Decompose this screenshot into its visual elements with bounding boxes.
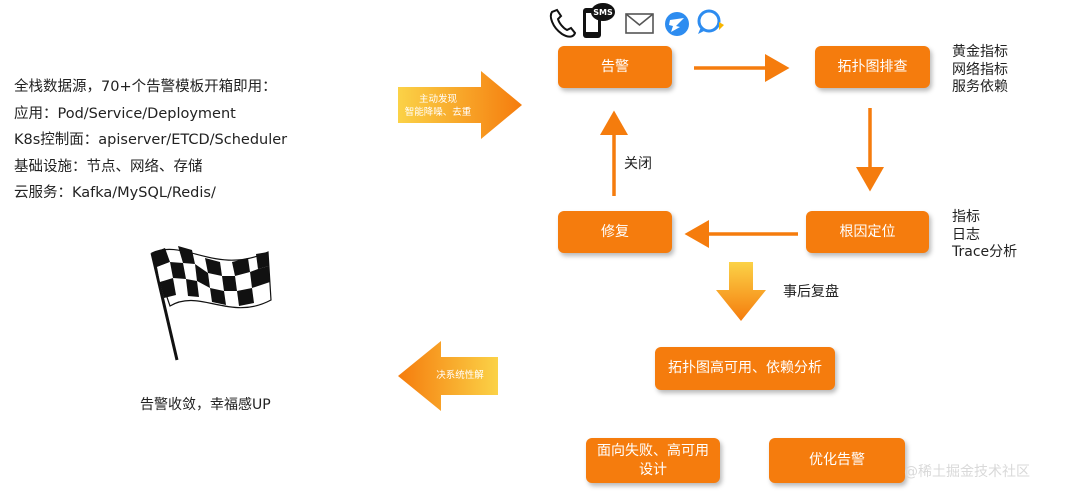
box-optimize-alert: 优化告警	[769, 438, 905, 483]
box-root-cause: 根因定位	[806, 211, 929, 253]
big-arrow-right	[398, 71, 522, 139]
box-failure-design-line2: 设计	[639, 461, 667, 478]
root-cause-list: 指标 日志 Trace分析	[952, 209, 1017, 262]
description-line: 基础设施：节点、网络、存储	[14, 158, 203, 175]
dingtalk-icon	[665, 12, 689, 36]
topology-check-list: 黄金指标 网络指标 服务依赖	[952, 44, 1008, 97]
topology-list-item: 服务依赖	[952, 79, 1008, 95]
box-alert: 告警	[558, 46, 672, 88]
root-cause-list-item: 指标	[952, 209, 980, 225]
review-down-arrow	[716, 262, 766, 321]
box-topology-ha: 拓扑图高可用、依赖分析	[655, 347, 835, 390]
flag-caption: 告警收敛，幸福感UP	[140, 397, 271, 413]
watermark: @稀土掘金技术社区	[904, 464, 1030, 480]
big-arrow-right-label: 主动发现 智能降噪、去重	[400, 93, 476, 119]
box-topology-check: 拓扑图排查	[815, 46, 930, 88]
big-arrow-right-line2: 智能降噪、去重	[404, 107, 472, 118]
description-line: K8s控制面：apiserver/ETCD/Scheduler	[14, 132, 288, 148]
big-arrow-right-line1: 主动发现	[418, 94, 457, 105]
data-source-description: 全栈数据源，70+个告警模板开箱即用： 应用：Pod/Service/Deplo…	[14, 74, 287, 207]
root-cause-list-item: Trace分析	[952, 244, 1018, 260]
box-failure-design: 面向失败、高可用 设计	[586, 438, 720, 483]
close-label: 关闭	[624, 156, 652, 172]
sms-label: SMS	[593, 8, 613, 17]
checkered-flag-icon	[150, 246, 272, 361]
big-arrow-left	[398, 341, 498, 411]
topology-list-item: 黄金指标	[952, 44, 1008, 60]
chat-bubble-icon	[697, 9, 724, 34]
mail-icon	[625, 13, 654, 34]
description-line: 全栈数据源，70+个告警模板开箱即用：	[14, 79, 277, 95]
sms-phone-icon: SMS	[583, 3, 615, 38]
review-label: 事后复盘	[783, 284, 839, 300]
phone-icon	[549, 8, 577, 38]
box-failure-design-line1: 面向失败、高可用	[597, 442, 709, 459]
description-line: 云服务：Kafka/MySQL/Redis/	[14, 185, 216, 201]
topology-list-item: 网络指标	[952, 61, 1008, 78]
description-line: 应用：Pod/Service/Deployment	[14, 105, 236, 122]
root-cause-list-item: 日志	[952, 226, 980, 243]
big-arrow-left-label: 决系统性解	[436, 370, 484, 381]
box-repair: 修复	[558, 211, 672, 253]
